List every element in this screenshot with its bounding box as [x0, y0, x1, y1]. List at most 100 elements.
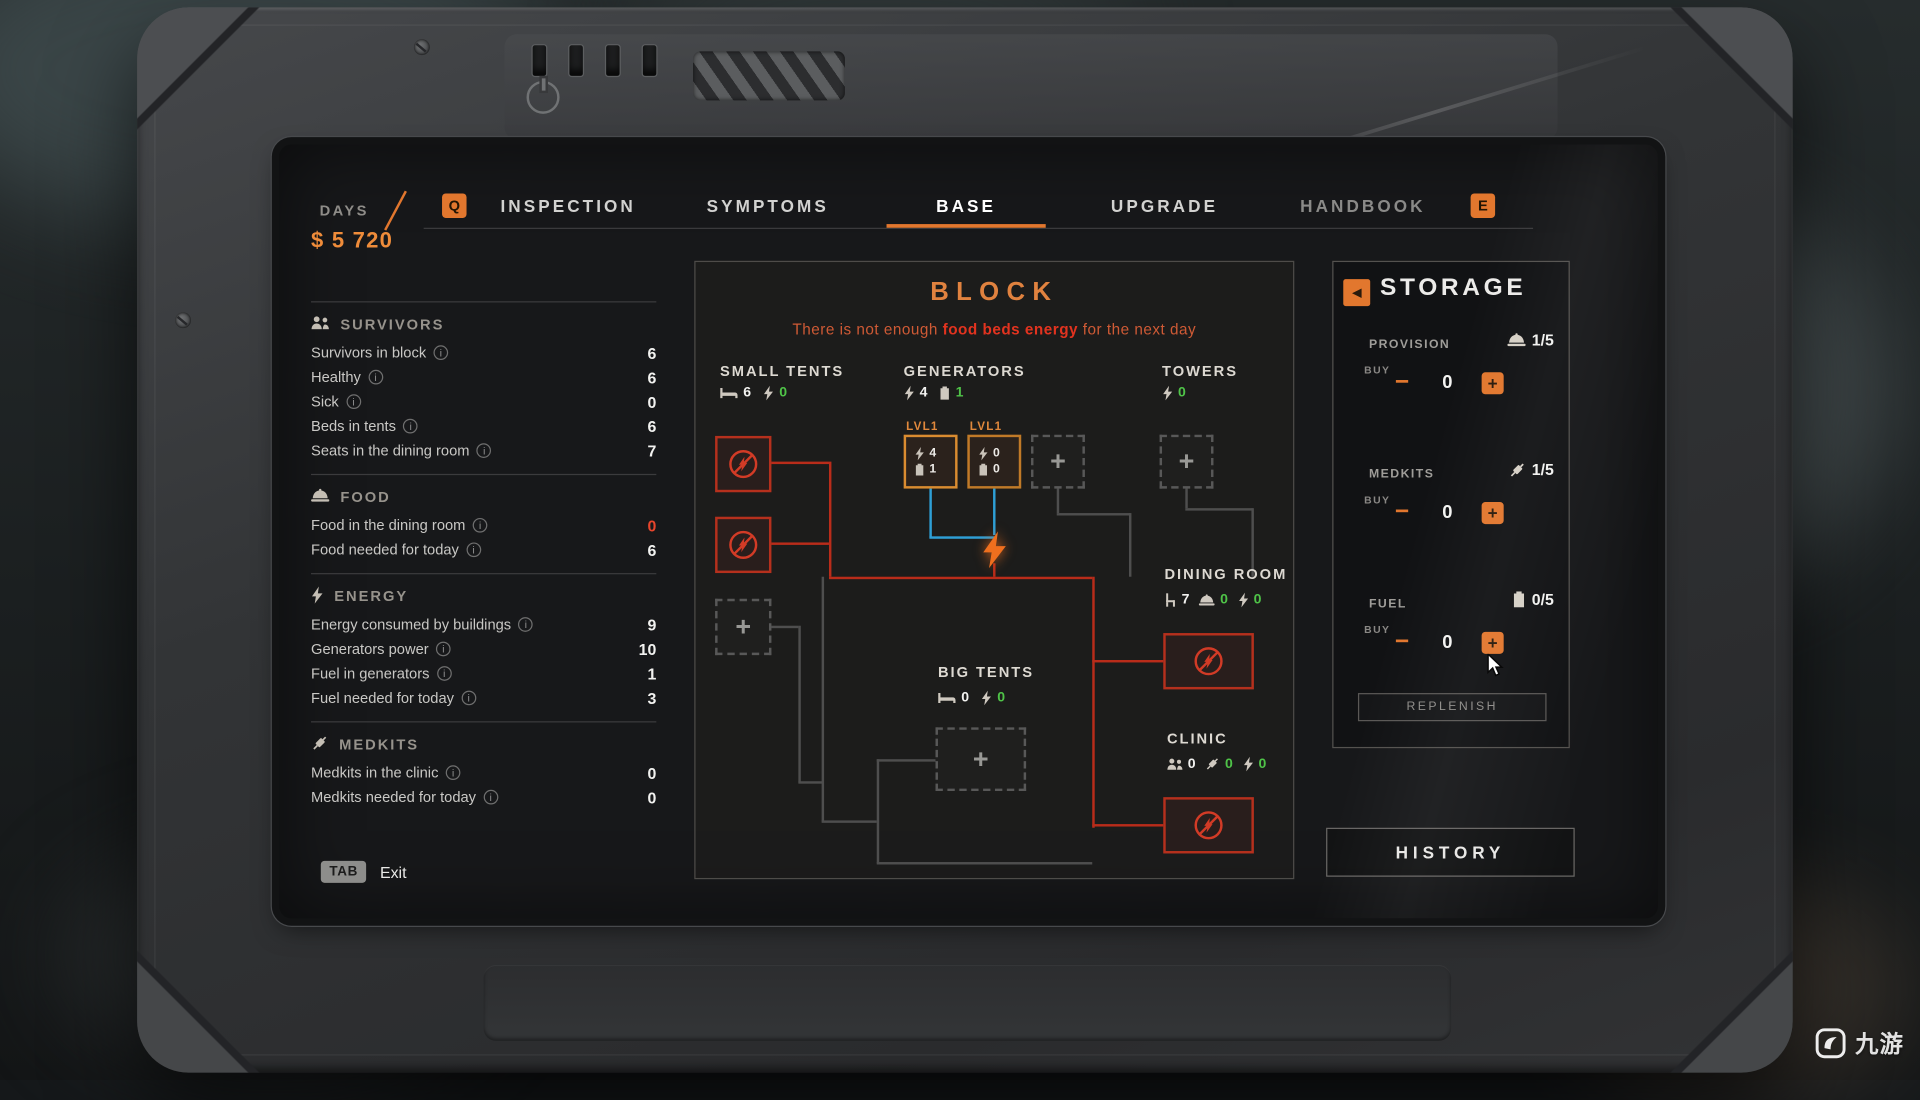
wire	[877, 759, 936, 761]
dining-room-label: DINING ROOM	[1164, 566, 1287, 583]
small-tent-building[interactable]	[715, 517, 771, 573]
block-title: BLOCK	[696, 278, 1294, 307]
info-icon[interactable]: i	[466, 542, 481, 557]
stat-value: 7	[647, 441, 656, 459]
dining-room-stats: 7 0 0	[1164, 593, 1261, 608]
energy-icon	[981, 691, 992, 706]
info-icon[interactable]: i	[473, 518, 488, 533]
dining-room-building[interactable]	[1163, 633, 1254, 689]
device-port	[605, 44, 621, 77]
info-icon[interactable]: i	[483, 790, 498, 805]
info-icon[interactable]: i	[436, 642, 451, 657]
money-value: $ 5 720	[311, 228, 393, 254]
big-tents-label: BIG TENTS	[938, 664, 1034, 681]
info-icon[interactable]: i	[437, 666, 452, 681]
section-title: SURVIVORS	[340, 316, 444, 333]
watermark: 九游	[1815, 1026, 1904, 1059]
stat-row: Food in the dining room i 0	[311, 513, 656, 537]
stat-value: 4	[920, 386, 928, 401]
bottom-plate	[484, 965, 1451, 1041]
stat-row: Generators power i 10	[311, 637, 656, 661]
info-icon[interactable]: i	[477, 443, 492, 458]
storage-back-button[interactable]: ◀	[1343, 279, 1370, 306]
decrease-button[interactable]: −	[1389, 369, 1416, 396]
stock-value: 1/5	[1532, 331, 1554, 349]
info-icon[interactable]: i	[434, 345, 449, 360]
generator-building[interactable]: 4 1	[904, 435, 958, 489]
history-button[interactable]: HISTORY	[1326, 828, 1575, 877]
wire	[829, 577, 1092, 579]
info-icon[interactable]: i	[518, 617, 533, 632]
stat-label: Fuel needed for today	[311, 689, 454, 706]
wire	[822, 577, 824, 822]
generators-label: GENERATORS	[904, 362, 1026, 379]
stat-row: Medkits in the clinic i 0	[311, 760, 656, 784]
days-label: DAYS	[320, 202, 369, 219]
stat-row: Fuel needed for today i 3	[311, 686, 656, 710]
wire	[993, 489, 995, 536]
wire	[829, 462, 831, 577]
stat-value: 0	[647, 392, 656, 410]
exit-label: Exit	[380, 863, 407, 881]
info-icon[interactable]: i	[446, 765, 461, 780]
generator-level-label: LVL1	[970, 420, 1002, 433]
stat-value: 0	[647, 516, 656, 534]
tab-upgrade[interactable]: UPGRADE	[1111, 196, 1218, 216]
stat-label: Medkits in the clinic	[311, 764, 438, 781]
add-building-slot[interactable]: +	[1031, 435, 1085, 489]
generator-building[interactable]: 0 0	[967, 435, 1021, 489]
exit-button[interactable]: TAB Exit	[321, 861, 407, 883]
small-tent-building[interactable]	[715, 436, 771, 492]
energy-icon	[915, 447, 925, 460]
survivors-icon	[1167, 758, 1183, 770]
info-icon[interactable]: i	[461, 691, 476, 706]
add-building-slot[interactable]: +	[1160, 435, 1214, 489]
wire	[1092, 824, 1163, 826]
stat-value: 0	[779, 386, 787, 401]
stat-value: 10	[639, 640, 657, 658]
replenish-button[interactable]: REPLENISH	[1358, 693, 1547, 721]
stat-row: Seats in the dining room i 7	[311, 438, 656, 462]
meal-icon	[311, 489, 329, 506]
wire	[877, 862, 1093, 864]
wire	[822, 820, 877, 822]
stat-label: Food needed for today	[311, 541, 459, 558]
decrease-button[interactable]: −	[1389, 498, 1416, 525]
stat-value: 1	[929, 463, 936, 476]
power-junction-bolt-icon	[981, 531, 1008, 574]
bed-icon	[938, 692, 956, 704]
fuel-icon	[940, 386, 951, 401]
fuel-icon	[978, 463, 988, 476]
info-icon[interactable]: i	[346, 394, 361, 409]
tab-base[interactable]: BASE	[936, 196, 996, 216]
wire	[798, 781, 822, 783]
increase-button[interactable]: +	[1482, 632, 1504, 654]
add-building-slot[interactable]: +	[936, 727, 1027, 791]
storage-panel: ◀ STORAGE PROVISION 1/5 BUY − 0 + MEDKIT…	[1332, 261, 1570, 748]
tab-inspection[interactable]: INSPECTION	[500, 196, 635, 216]
buy-label: BUY	[1364, 364, 1390, 376]
section-title: MEDKITS	[339, 736, 419, 753]
tab-symptoms[interactable]: SYMPTOMS	[707, 196, 829, 216]
info-icon[interactable]: i	[403, 419, 418, 434]
fuel-icon	[1512, 591, 1525, 607]
add-building-slot[interactable]: +	[715, 599, 771, 655]
stat-row: Sick i 0	[311, 389, 656, 413]
wire	[1185, 489, 1187, 509]
fuel-icon	[915, 463, 925, 476]
syringe-icon	[1508, 461, 1525, 478]
stat-value: 0	[1259, 757, 1267, 772]
increase-button[interactable]: +	[1482, 372, 1504, 394]
info-icon[interactable]: i	[368, 370, 383, 385]
item-stock: 1/5	[1508, 460, 1553, 478]
stat-label: Fuel in generators	[311, 665, 429, 682]
plus-icon: +	[973, 746, 989, 773]
buy-quantity: 0	[1427, 632, 1469, 653]
clinic-building[interactable]	[1163, 797, 1254, 853]
buy-label: BUY	[1364, 623, 1390, 635]
tab-handbook[interactable]: HANDBOOK	[1300, 196, 1425, 216]
disabled-building-icon	[1193, 809, 1225, 841]
increase-button[interactable]: +	[1482, 502, 1504, 524]
decrease-button[interactable]: −	[1389, 628, 1416, 655]
clinic-label: CLINIC	[1167, 730, 1228, 747]
